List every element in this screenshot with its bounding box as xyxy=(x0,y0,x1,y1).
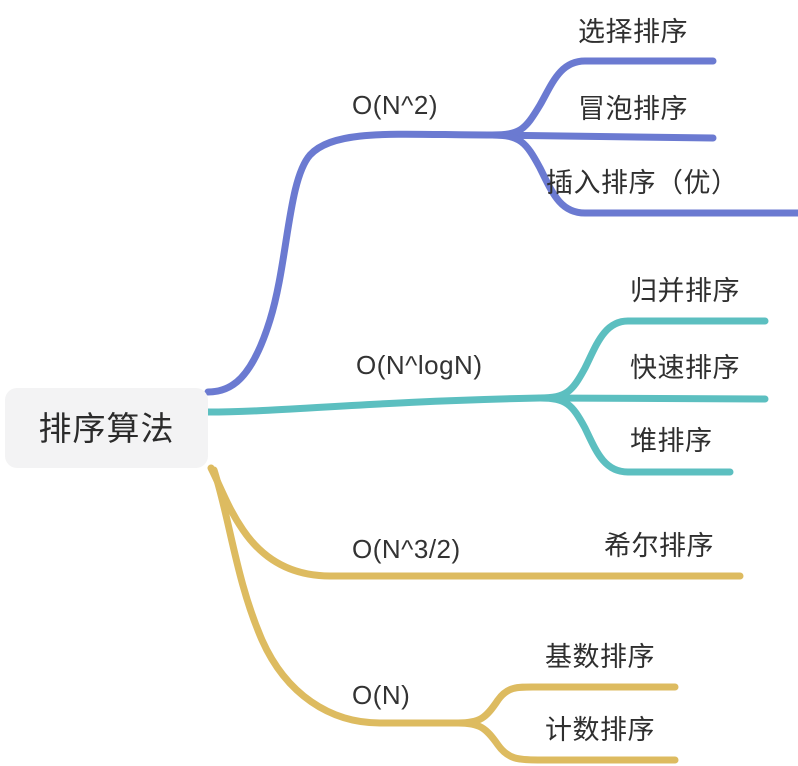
leaf-label-bubble-sort[interactable]: 冒泡排序 xyxy=(578,94,688,124)
branch-label-on2[interactable]: O(N^2) xyxy=(352,90,438,120)
branch-child-line-quick-sort xyxy=(536,394,769,403)
branch-group-on xyxy=(210,466,679,764)
leaf-label-heap-sort[interactable]: 堆排序 xyxy=(630,426,713,456)
branch-trunk-on2 xyxy=(204,130,496,396)
leaf-label-quick-sort[interactable]: 快速排序 xyxy=(630,353,740,383)
branch-group-onlogn xyxy=(204,317,769,476)
branch-child-line-insert-sort xyxy=(488,131,798,217)
root-node[interactable]: 排序算法 xyxy=(5,388,208,468)
leaf-label-merge-sort[interactable]: 归并排序 xyxy=(630,276,740,306)
leaf-label-insertion-sort[interactable]: 插入排序（优） xyxy=(546,168,739,198)
branch-trunk-on xyxy=(210,466,462,727)
branch-label-on32[interactable]: O(N^3/2) xyxy=(352,534,461,564)
leaf-label-counting-sort[interactable]: 计数排序 xyxy=(545,715,655,745)
root-node-label: 排序算法 xyxy=(38,409,175,447)
branch-child-line-heap-sort xyxy=(536,394,734,476)
leaf-label-radix-sort[interactable]: 基数排序 xyxy=(545,642,655,672)
branch-label-onlogn[interactable]: O(N^logN) xyxy=(356,350,483,380)
leaf-label-shell-sort[interactable]: 希尔排序 xyxy=(604,531,714,561)
leaf-label-selection-sort[interactable]: 选择排序 xyxy=(578,17,688,47)
branch-child-line-bubble-sort xyxy=(488,131,717,142)
branch-label-on[interactable]: O(N) xyxy=(352,680,411,710)
branch-group-on2 xyxy=(204,57,798,396)
branch-trunk-onlogn xyxy=(204,394,544,416)
branch-child-line-counting-sort xyxy=(454,719,679,764)
